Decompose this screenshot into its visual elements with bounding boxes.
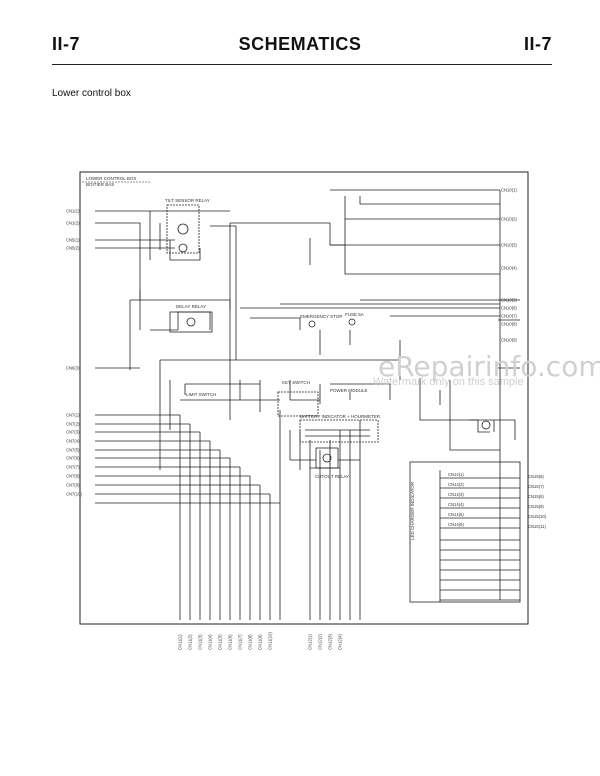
terminal-label: CN10(7) (501, 314, 517, 319)
terminal-label: CN11(1) (178, 634, 183, 650)
terminal-label: CN15(8) (528, 494, 544, 499)
terminal-label: CN15(6) (528, 474, 544, 479)
terminal-label: CN10(1) (501, 188, 517, 193)
terminal-label: CN11(4) (208, 634, 213, 650)
terminal-label: CN7(5) (66, 448, 80, 453)
terminal-label: CN12(3) (328, 634, 333, 650)
terminal-label: CN7(10) (66, 492, 82, 497)
key-switch-label: KEY SWITCH (282, 380, 310, 385)
terminal-label: CN11(2) (188, 634, 193, 650)
header-rule (52, 64, 552, 65)
terminal-label: CN11(9) (258, 634, 263, 650)
led-indicator-label: LED CHARGER INDICATOR (410, 481, 415, 540)
watermark-text: eRepairinfo.com (378, 350, 600, 383)
led-terminal-labels: CN14(1) CN14(2) CN14(3) CN14(4) CN14(5) CN14(… (448, 472, 464, 527)
terminal-label: CN15(9) (528, 504, 544, 509)
terminal-label: CN7(9) (66, 483, 80, 488)
page-number-left: II-7 (52, 34, 81, 54)
limit-switch-label: LIMIT SWITCH (186, 392, 216, 397)
box-title-line1: LOWER CONTROL BOX (86, 176, 136, 181)
terminal-label: CN7(8) (66, 474, 80, 479)
terminal-label: CN11(3) (198, 634, 203, 650)
terminal-label: CN7(3) (66, 430, 80, 435)
box-title-line2: BOITIER BAS (86, 182, 114, 187)
terminal-label: CN12(4) (338, 634, 343, 650)
terminal-label: CN12(2) (318, 634, 323, 650)
enclosure-outline (79, 171, 529, 625)
emergency-stop-label: EMERGENCY STOP (300, 314, 342, 319)
terminal-label: CN7(4) (66, 439, 80, 444)
terminal-label: CN14(4) (448, 502, 464, 507)
terminal-label: CN7(1) (66, 413, 80, 418)
terminal-label: CN7(2) (66, 422, 80, 427)
terminal-label: CN10(5) (501, 298, 517, 303)
terminal-label: CN14(1) (448, 472, 464, 477)
terminal-label: CN11(10) (268, 632, 273, 650)
terminal-label: CN1(1) (66, 209, 80, 214)
terminal-label: CN15(10) (528, 514, 547, 519)
terminal-label: CN12(1) (308, 634, 313, 650)
led-output-labels: CN15(6) CN15(7) CN15(8) CN15(9) CN15(10) CN15… (528, 474, 547, 529)
terminal-label: CN14(3) (448, 492, 464, 497)
cutout-relay-label: CUTOUT RELAY (315, 474, 349, 479)
terminal-label: CN14(6) (448, 522, 464, 527)
power-module-label: POWER MODULE (330, 388, 368, 393)
terminal-label: CN10(2) (501, 217, 517, 222)
terminal-label: CN6(3) (66, 366, 80, 371)
battery-indicator-label: BATTERY INDICATOR + HOURMETER (300, 414, 381, 419)
terminal-label: CN11(6) (228, 634, 233, 650)
terminal-label: CN10(3) (501, 243, 517, 248)
bottom-terminal-labels: CN11(1) CN11(2) CN11(3) CN11(4) CN11(5) CN11(… (178, 632, 343, 650)
page-title: SCHEMATICS (238, 34, 362, 54)
terminal-label: CN1(2) (66, 221, 80, 226)
left-terminal-labels: CN1(1) CN1(2) CN5(1) CN5(2) CN6(3) CN7(1) CN7(… (66, 209, 82, 497)
schematic-wiring (79, 171, 529, 625)
terminal-label: CN7(7) (66, 465, 80, 470)
terminal-label: CN11(7) (238, 634, 243, 650)
terminal-label: CN10(8) (501, 322, 517, 327)
page-number-right: II-7 (523, 34, 552, 54)
delay-relay-label: DELAY RELAY (176, 304, 206, 309)
terminal-label: CN10(4) (501, 266, 517, 271)
terminal-label: CN11(8) (248, 634, 253, 650)
terminal-label: CN7(6) (66, 456, 80, 461)
terminal-label: CN14(5) (448, 512, 464, 517)
terminal-label: CN15(7) (528, 484, 544, 489)
terminal-label: CN5(1) (66, 238, 80, 243)
terminal-label: CN5(2) (66, 246, 80, 251)
tilt-relay-label: TILT SENSOR RELAY (165, 198, 210, 203)
terminal-label: CN10(9) (501, 338, 517, 343)
fuse-label: FUSE 5A (345, 312, 364, 317)
right-terminal-labels: CN10(1) CN10(2) CN10(3) CN10(4) CN10(5) CN10(… (501, 188, 517, 343)
watermark-subtext: Watermark only on this sample (373, 376, 524, 388)
terminal-label: CN11(5) (218, 634, 223, 650)
terminal-label: CN10(6) (501, 306, 517, 311)
terminal-label: CN15(11) (528, 524, 546, 529)
terminal-label: CN14(2) (448, 482, 464, 487)
diagram-caption: Lower control box (52, 88, 131, 99)
